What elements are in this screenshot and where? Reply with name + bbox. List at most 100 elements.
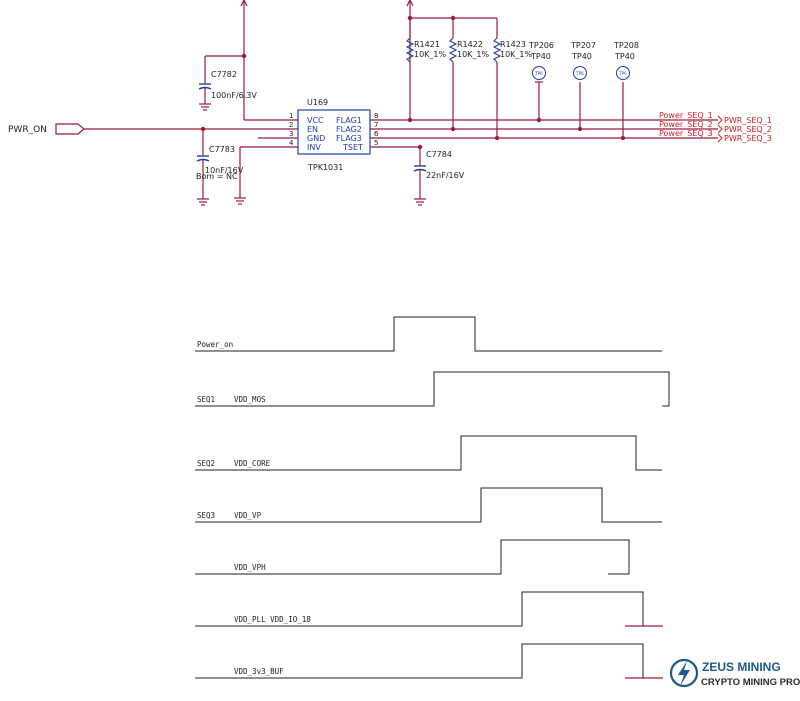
ic-pin-name: VCC <box>307 116 324 125</box>
ic-pin-number: 7 <box>374 121 378 129</box>
ic-pin-number: 5 <box>374 139 378 147</box>
power-arrow-icons <box>240 0 414 7</box>
ground-icon <box>197 198 209 206</box>
port-label: PWR_SEQ_2 <box>724 125 772 134</box>
resistor-icon <box>448 37 458 63</box>
port-arrow-icon <box>717 115 723 125</box>
port-arrow-icon <box>55 123 85 135</box>
c7783-bom-note: Bom = NC <box>196 172 238 181</box>
timing-tag: Power_on <box>197 340 233 349</box>
junction <box>417 144 423 150</box>
ic-pin-name: EN <box>307 125 318 134</box>
power-arrow-icon <box>240 0 248 7</box>
junctions <box>200 15 626 150</box>
r1422-ref: R1422 <box>457 40 483 49</box>
junction <box>200 126 206 132</box>
capacitor-plate <box>198 86 212 90</box>
junction <box>620 135 626 141</box>
watermark: ZEUS MINING CRYPTO MINING PRO <box>669 658 800 688</box>
testpoint-circle-label: TP6 <box>618 71 627 76</box>
resistor-icon <box>405 37 415 63</box>
watermark-tagline: CRYPTO MINING PRO <box>701 677 800 688</box>
ic-ref: U169 <box>307 98 328 107</box>
port-arrow-icons <box>717 115 723 143</box>
ic-u169: U169 TPK1031 VCC EN GND INV FLAG1 FLAG2 … <box>289 98 379 172</box>
ic-pin-number: 1 <box>289 112 293 120</box>
ic-pin-number: 6 <box>374 130 379 138</box>
tp-ref: TP208 <box>613 41 639 50</box>
ground-icon <box>199 103 211 111</box>
tp-ref: TP206 <box>528 41 554 50</box>
testpoint-tp207: TP207 TP40 TP6 <box>570 41 596 80</box>
junction <box>494 135 500 141</box>
c7784-value: 22nF/16V <box>426 171 465 180</box>
junction <box>450 126 456 132</box>
tp-ref: TP207 <box>570 41 596 50</box>
timing-rail-label: VDD_VPH <box>234 563 266 572</box>
testpoint-icon <box>532 66 546 80</box>
power-arrow-icon <box>406 0 414 7</box>
capacitor-leads <box>202 78 421 176</box>
ic-pin-number: 8 <box>374 112 378 120</box>
testpoint-icon <box>616 66 630 80</box>
tp-type: TP40 <box>614 52 635 61</box>
ic-pin-name: GND <box>307 134 325 143</box>
ground-icons <box>197 81 543 206</box>
net-label: Power_SEQ_2 <box>659 120 713 129</box>
lightning-bolt-icon <box>678 661 690 686</box>
ic-pin-number: 2 <box>289 121 293 129</box>
timing-tag: SEQ3 <box>197 511 215 520</box>
pwr-on-port: PWR_ON <box>8 123 85 135</box>
timing-rail-label: VDD_VP <box>234 511 262 520</box>
junction <box>536 117 542 123</box>
r1422-value: 10K_1% <box>457 50 490 59</box>
junction <box>241 53 247 59</box>
output-nets: Power_SEQ_1 Power_SEQ_2 Power_SEQ_3 PWR_… <box>659 111 772 143</box>
ic-pin-name: FLAG2 <box>336 125 362 134</box>
ic-pin-name: FLAG1 <box>336 116 362 125</box>
junction <box>450 15 456 21</box>
timing-rail-label: VDD_3v3_BUF <box>234 667 284 676</box>
timing-waveform <box>195 487 662 523</box>
timing-waveform <box>195 371 670 407</box>
ground-icon <box>414 198 426 206</box>
lightning-logo-icon <box>669 658 699 688</box>
c7782-ref: C7782 <box>211 70 237 79</box>
ic-pin-number: 3 <box>289 130 293 138</box>
ground-icon <box>234 197 246 205</box>
resistor-icon <box>492 37 502 63</box>
capacitor-plate <box>413 168 427 172</box>
testpoint-tp208: TP208 TP40 TP6 <box>613 41 639 80</box>
junction <box>407 117 413 123</box>
timing-tag: SEQ1 <box>197 395 215 404</box>
r1421-value: 10K_1% <box>414 50 447 59</box>
ic-pin-number: 4 <box>289 139 294 147</box>
c7782-value: 100nF/6.3V <box>211 91 257 100</box>
timing-waveform <box>195 435 662 471</box>
ic-part: TPK1031 <box>307 163 343 172</box>
watermark-brand: ZEUS MINING <box>702 660 781 674</box>
ic-pin-name: TSET <box>342 143 363 152</box>
timing-tag: SEQ2 <box>197 459 215 468</box>
r1423-ref: R1423 <box>500 40 526 49</box>
timing-rail-label: VDD_PLL VDD_IO_18 <box>234 615 311 624</box>
port-arrow-icon <box>717 133 723 143</box>
junction <box>407 15 413 21</box>
testpoint-icon <box>573 66 587 80</box>
ic-pin-name: FLAG3 <box>336 134 362 143</box>
port-label: PWR_SEQ_3 <box>724 134 772 143</box>
r1423-value: 10K_1% <box>500 50 533 59</box>
timing-waveform <box>195 539 630 575</box>
port-label: PWR_SEQ_1 <box>724 116 772 125</box>
net-label: Power_SEQ_3 <box>659 129 713 138</box>
junction <box>577 126 583 132</box>
ic-pin-name: INV <box>307 143 321 152</box>
c7783-value: 10nF/16V <box>205 166 244 175</box>
c7784-ref: C7784 <box>426 150 452 159</box>
testpoint-circle-label: TP6 <box>575 71 584 76</box>
capacitor-plate <box>196 158 210 162</box>
tp-type: TP40 <box>571 52 592 61</box>
tp-type: TP40 <box>530 52 551 61</box>
